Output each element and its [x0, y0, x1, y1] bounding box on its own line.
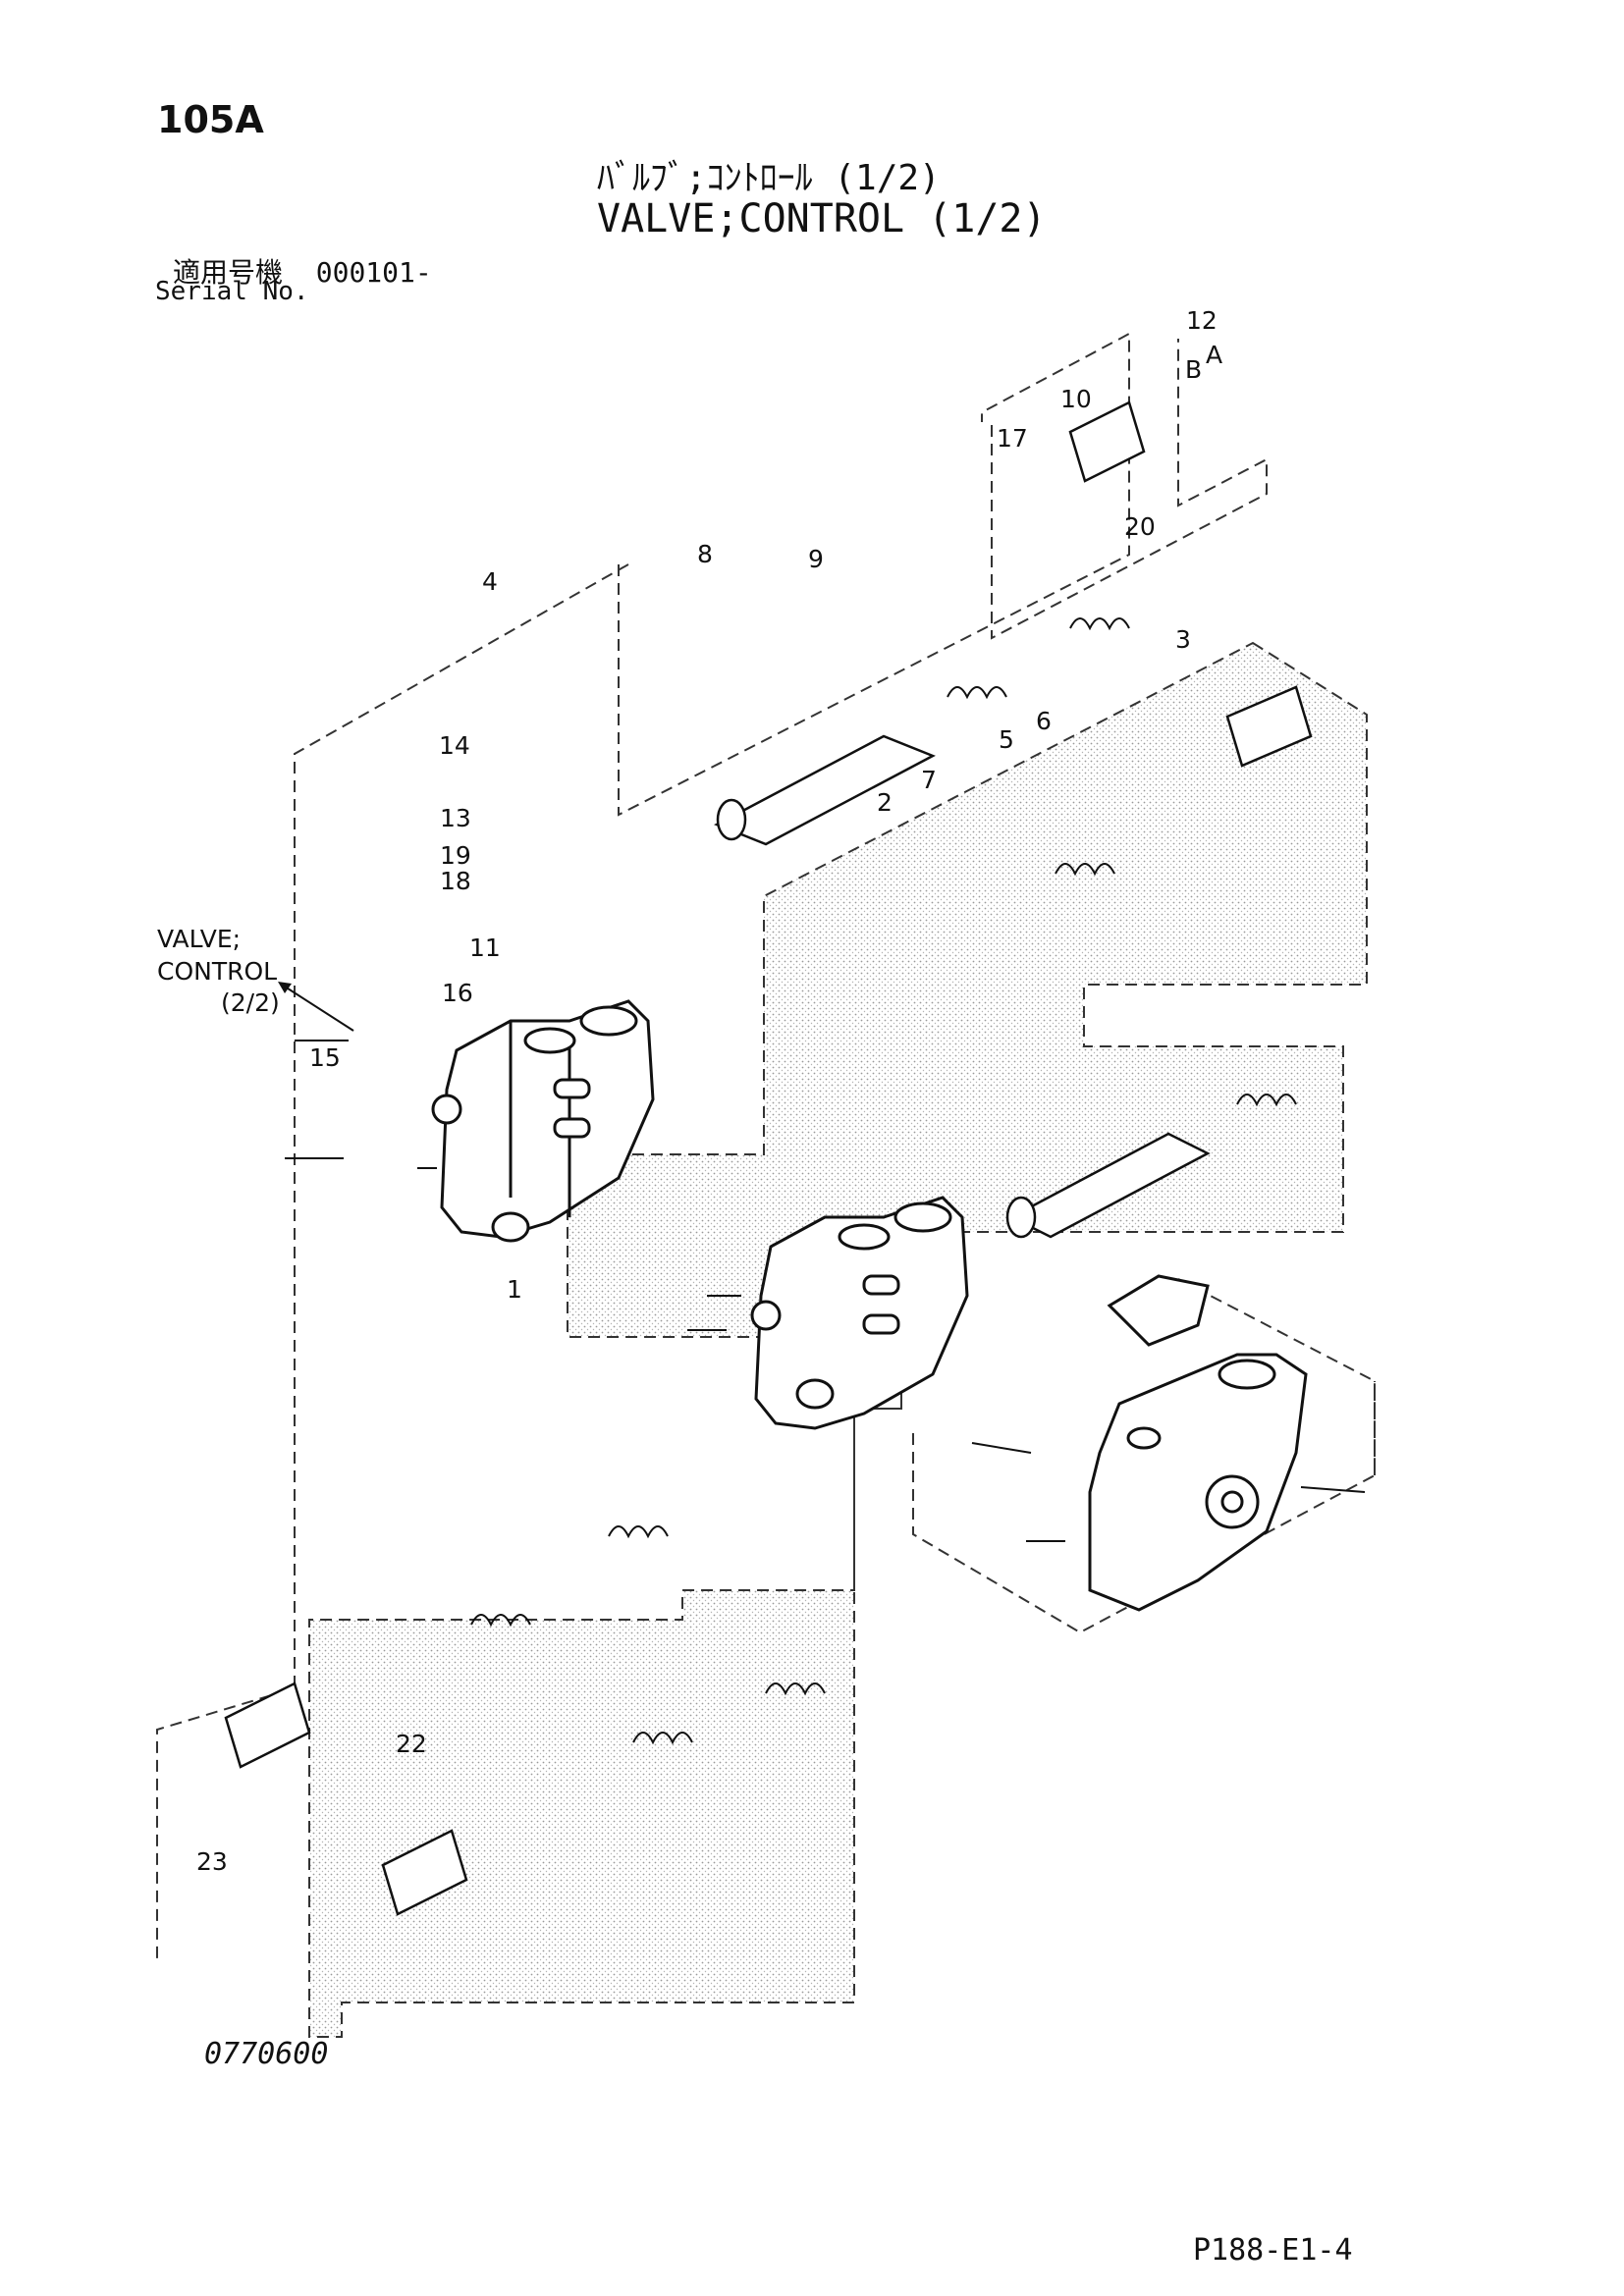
serial-label-english: Serial No. — [155, 277, 309, 306]
callout-B: B — [1185, 355, 1202, 384]
callout-23: 23 — [196, 1847, 228, 1876]
callout-labels: 1 2 3 4 5 6 7 8 9 10 11 12 13 14 15 16 1… — [196, 306, 1222, 1876]
title-english: VALVE;CONTROL (1/2) — [597, 196, 1047, 241]
callout-22: 22 — [396, 1730, 427, 1758]
callout-11: 11 — [469, 934, 501, 962]
pilot-caps — [224, 400, 1313, 1916]
callout-3: 3 — [1175, 625, 1191, 654]
callout-19: 19 — [440, 841, 471, 870]
callout-10: 10 — [1060, 385, 1092, 413]
callout-7: 7 — [921, 766, 937, 794]
cover-plate — [1107, 1274, 1210, 1347]
top-pilot-boundary — [991, 339, 1268, 640]
springs — [470, 617, 1297, 1745]
spool-lower — [1005, 1132, 1211, 1239]
shaded-section-region — [308, 641, 1368, 2038]
ref-line-3: (2/2) — [221, 988, 280, 1017]
valve-body-left — [431, 999, 655, 1243]
drawing-number: 0770600 — [204, 2037, 329, 2071]
valve-body-right — [1088, 1353, 1308, 1612]
page-number: 105A — [157, 98, 264, 141]
callout-2: 2 — [877, 788, 893, 817]
callout-4: 4 — [482, 567, 498, 596]
callout-14: 14 — [439, 731, 470, 760]
callout-16: 16 — [442, 979, 473, 1007]
callout-8: 8 — [697, 540, 713, 568]
callout-13: 13 — [440, 804, 471, 832]
callout-5: 5 — [999, 725, 1014, 754]
callout-12: 12 — [1186, 306, 1218, 335]
sheet-reference: P188-E1-4 — [1193, 2233, 1353, 2268]
callout-6: 6 — [1036, 707, 1052, 735]
left-section-outline — [156, 563, 629, 1963]
callout-20: 20 — [1124, 512, 1156, 541]
title-japanese: ﾊﾞﾙﾌﾞ;ｺﾝﾄﾛｰﾙ (1/2) — [597, 158, 941, 198]
reference-note: VALVE; CONTROL (2/2) — [157, 925, 354, 1032]
callout-A: A — [1206, 341, 1222, 369]
valve-body-center — [750, 1196, 969, 1430]
spool-upper — [714, 734, 936, 846]
serial-value: 000101- — [315, 256, 432, 289]
ref-line-1: VALVE; — [157, 925, 241, 953]
right-cover-boundary — [912, 1278, 1376, 1634]
leader-lines — [285, 1040, 1366, 1542]
callout-18: 18 — [440, 867, 471, 895]
callout-15: 15 — [309, 1043, 341, 1072]
callout-9: 9 — [808, 545, 824, 573]
callout-17: 17 — [997, 424, 1028, 453]
ref-line-2: CONTROL — [157, 957, 277, 986]
serial-label-japanese: 適用号機 000101- — [173, 251, 432, 291]
serial-label-jp: 適用号機 — [173, 256, 284, 289]
callout-1: 1 — [507, 1275, 522, 1304]
